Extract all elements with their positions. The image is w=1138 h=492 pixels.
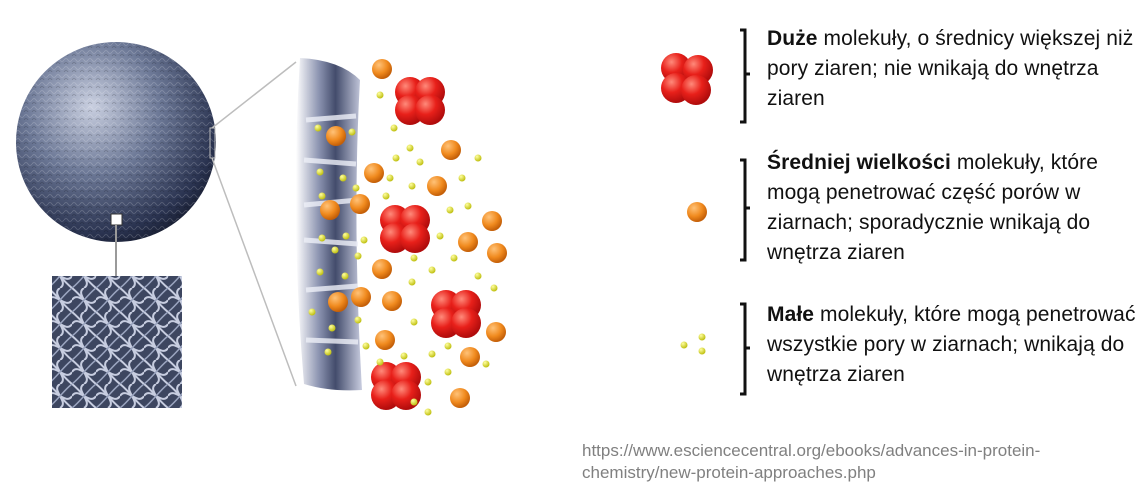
- small-molecule-description: Małe molekuły, które mogą penetrować wsz…: [767, 300, 1138, 390]
- medium-molecule-description: Średniej wielkości molekuły, które mogą …: [767, 148, 1138, 268]
- source-line-2: chemistry/new-protein-approaches.php: [582, 462, 1138, 484]
- small-molecule-icon: [640, 304, 730, 384]
- bracket: [738, 28, 752, 124]
- legend-row-large: Duże molekuły, o średnicy większej niż p…: [640, 22, 1138, 132]
- medium-molecule-icon: [640, 174, 730, 254]
- sem-mesh-inset: [52, 276, 182, 408]
- zoom-marker: [111, 214, 122, 225]
- source-citation: https://www.esciencecentral.org/ebooks/a…: [582, 440, 1138, 484]
- legend-row-medium: Średniej wielkości molekuły, które mogą …: [640, 150, 1138, 270]
- size-exclusion-illustration: [0, 0, 560, 440]
- bracket: [738, 158, 752, 262]
- source-line-1: https://www.esciencecentral.org/ebooks/a…: [582, 440, 1138, 462]
- large-molecule-description: Duże molekuły, o średnicy większej niż p…: [767, 24, 1138, 114]
- bracket: [738, 302, 752, 396]
- legend-row-small: Małe molekuły, które mogą penetrować wsz…: [640, 300, 1138, 400]
- large-molecule-icon: [640, 40, 730, 120]
